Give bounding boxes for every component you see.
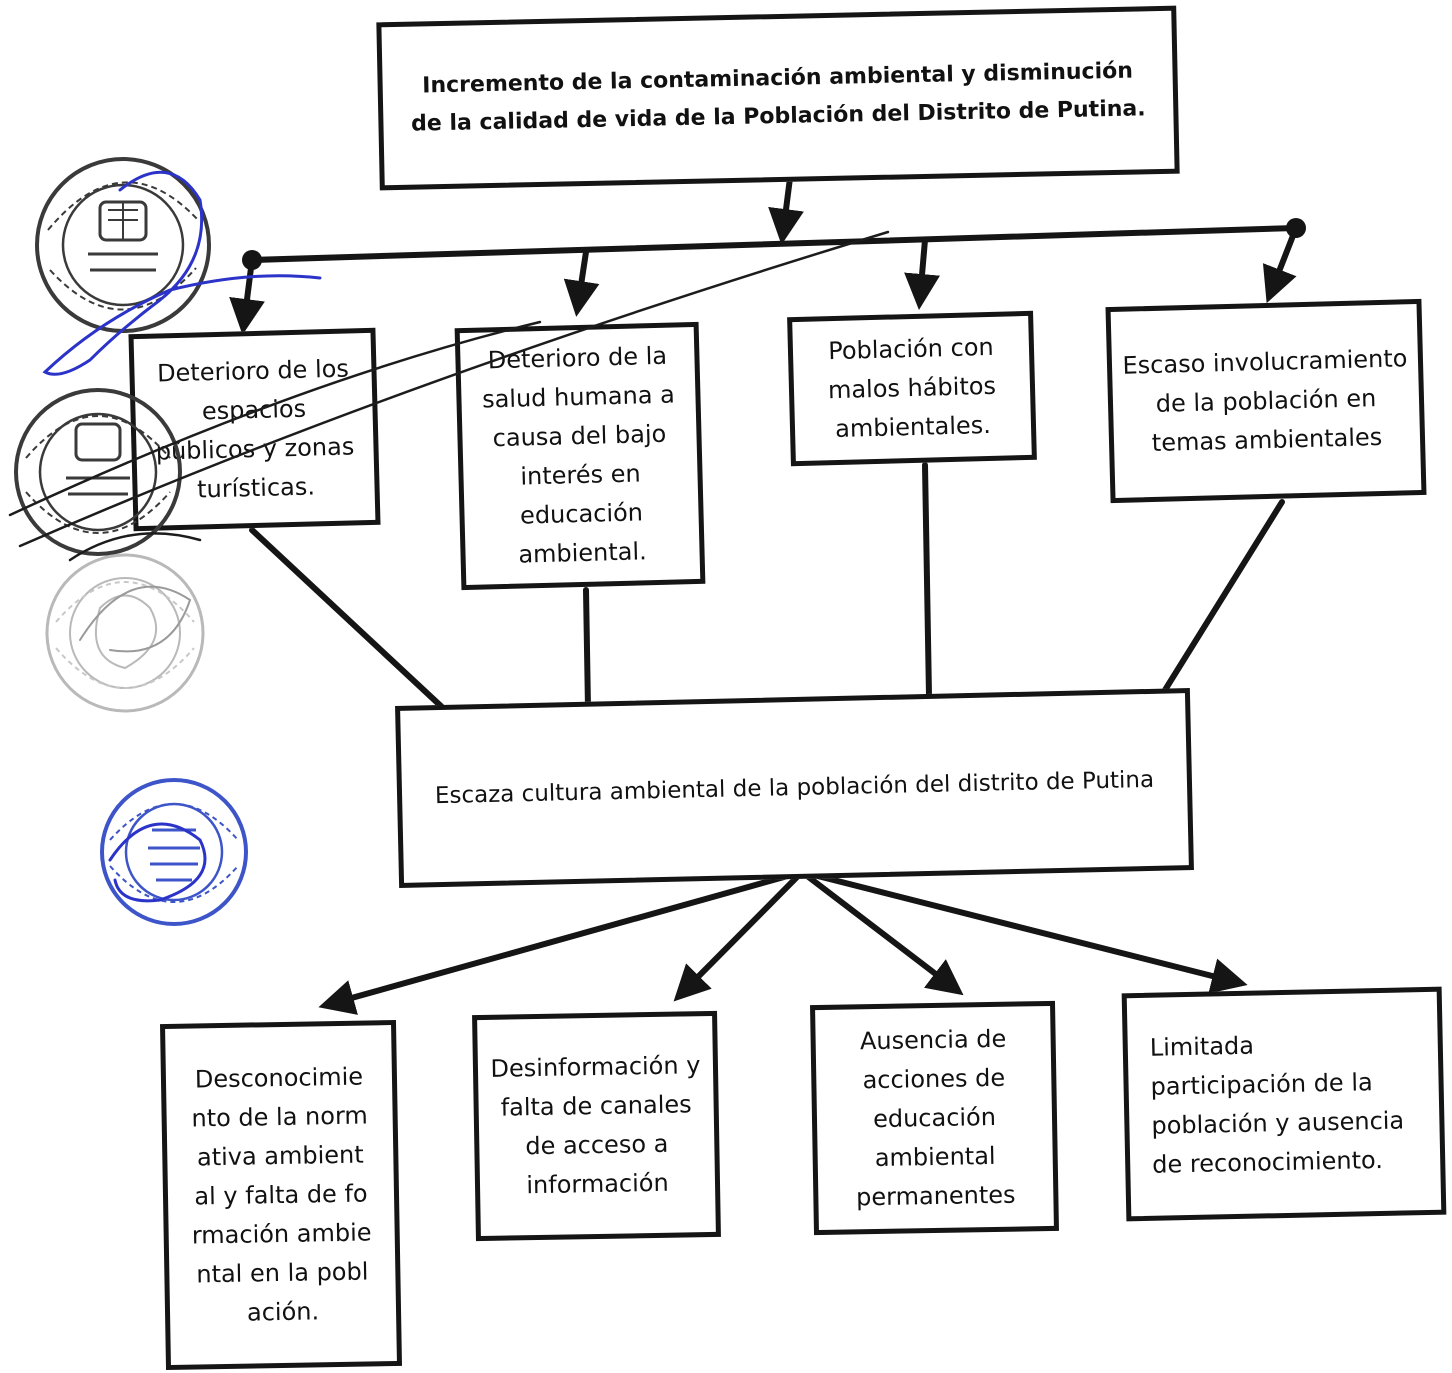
cause-2-to-core-line xyxy=(583,587,591,711)
bar-to-cause-3-arrow xyxy=(904,237,940,310)
signature-black-1 xyxy=(8,320,542,517)
cause-4-to-core-line xyxy=(1162,499,1285,693)
core-to-lower-4-arrow xyxy=(799,869,1248,994)
bar-left-dot xyxy=(242,250,262,270)
stamp-faded xyxy=(45,553,205,713)
effect-to-bar-arrow xyxy=(768,175,804,245)
stamp-gerencia-municipal xyxy=(35,157,211,333)
bar-to-cause-1-arrow xyxy=(229,257,265,335)
stamp-asesoria-juridica xyxy=(14,388,182,556)
bar-right-dot xyxy=(1286,218,1306,238)
cause-3-to-core-line xyxy=(922,462,932,699)
signature-black-2 xyxy=(18,230,890,548)
core-to-lower-1-arrow xyxy=(318,869,805,1015)
bar-to-cause-2-arrow xyxy=(563,249,600,317)
bar-to-cause-4-arrow xyxy=(1262,225,1299,304)
cause-1-to-core-line xyxy=(249,527,446,711)
signature-black-3 xyxy=(68,532,202,562)
signature-faded xyxy=(79,585,192,653)
core-to-lower-2-arrow xyxy=(673,869,805,1002)
signature-blue-1 xyxy=(42,170,322,376)
signature-blue-2 xyxy=(108,822,207,903)
core-to-lower-3-arrow xyxy=(799,869,964,996)
stamp-vobo-gestion-ambiental xyxy=(100,778,248,926)
horizontal-bar xyxy=(249,225,1299,263)
